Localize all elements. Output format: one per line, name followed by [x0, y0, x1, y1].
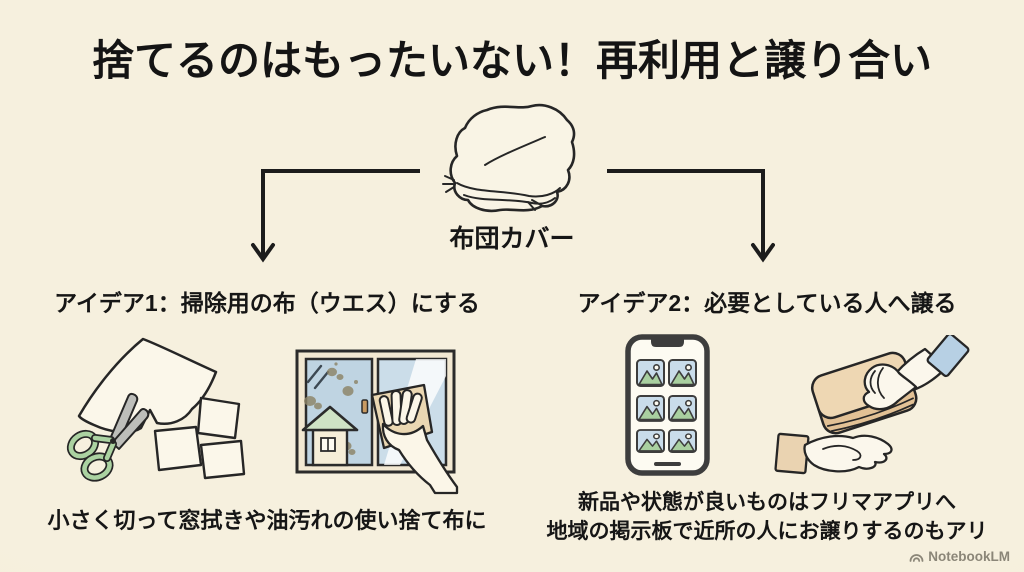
notebooklm-logo-icon [909, 554, 924, 562]
window-handle [361, 399, 369, 414]
large-cloth-sheet [77, 337, 218, 434]
blue-sleeve-cuff [926, 335, 970, 378]
house-icon [301, 405, 359, 467]
idea2-heading: アイデア2：必要としている人へ譲る [577, 290, 957, 316]
watermark-label: NotebookLM [928, 549, 1010, 564]
scissors-cutting-cloth-illustration [66, 337, 246, 482]
giving-hand [862, 335, 970, 411]
page-title: 捨てるのはもったいない！再利用と譲り合い [91, 37, 932, 84]
hands-giving-illustration [774, 335, 970, 475]
wiping-hand [378, 389, 459, 495]
phone-home-bar [654, 462, 681, 466]
watermark: NotebookLM [909, 549, 1010, 564]
futon-cover-illustration [442, 103, 576, 213]
glass-shine-lines [306, 364, 330, 390]
idea2-caption: 新品や状態が良いものはフリマアプリへ 地域の掲示板で近所の人にお譲りするのもアリ [546, 491, 988, 543]
idea1-caption: 小さく切って窓拭きや油汚れの使い捨て布に [47, 508, 487, 533]
right-arrow [607, 169, 765, 257]
phone-notch [651, 338, 684, 347]
idea1-heading: アイデア1：掃除用の布（ウエス）にする [54, 290, 480, 316]
source-label: 布団カバー [449, 225, 575, 253]
cut-cloth-squares [153, 396, 246, 480]
window-wiping-illustration [295, 349, 459, 495]
left-arrow [261, 169, 420, 257]
marketplace-phone-illustration [625, 334, 710, 476]
receiving-hand [774, 432, 893, 475]
scissors-icon [66, 392, 150, 482]
right-arrowhead-icon [751, 243, 775, 263]
branch-arrows [251, 169, 775, 263]
left-arrowhead-icon [251, 243, 275, 263]
tan-sleeve-cuff [774, 432, 810, 475]
